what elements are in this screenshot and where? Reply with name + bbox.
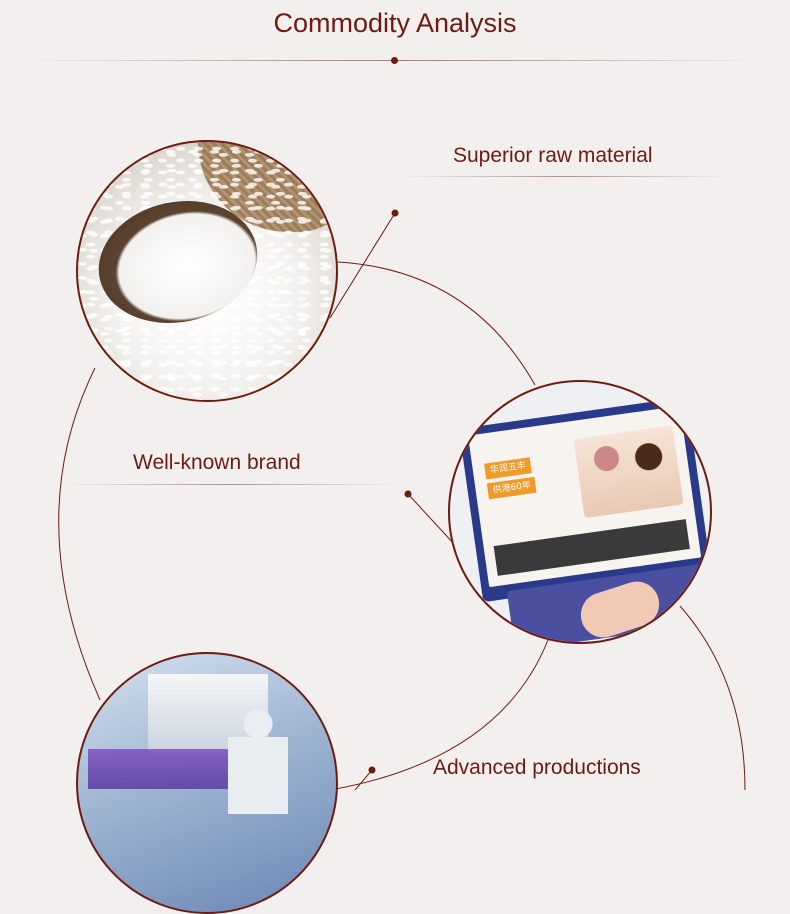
arc-laptop-down	[679, 605, 746, 790]
pointer-dot-productions	[368, 766, 376, 774]
brand-banner-line1: 华润五丰	[484, 457, 532, 480]
page-title: Commodity Analysis	[273, 8, 517, 38]
mother-daughter-image	[573, 425, 684, 519]
arc-rice-to-laptop	[337, 261, 536, 386]
arc-rice-to-factory	[58, 367, 101, 701]
feature-divider-brand	[60, 484, 400, 485]
factory-worker	[228, 704, 288, 814]
feature-label-raw-material: Superior raw material	[453, 144, 653, 167]
title-divider-dot	[391, 57, 398, 64]
laptop-screen: 华润五丰 供港60年	[467, 405, 702, 588]
arc-laptop-to-factory	[329, 639, 549, 790]
brand-banner-line2: 供港60年	[486, 476, 538, 500]
conveyor-belt	[88, 749, 238, 789]
website-thumbnail-strip	[493, 519, 690, 576]
feature-divider-raw-material	[400, 176, 730, 177]
pointer-productions	[354, 769, 373, 790]
pointer-dot-raw-material	[391, 209, 399, 217]
pointer-dot-brand	[404, 490, 412, 498]
pointer-raw-material	[329, 212, 396, 319]
laptop-photo: 华润五丰 供港60年	[448, 380, 712, 644]
feature-label-brand: Well-known brand	[133, 451, 301, 474]
factory-photo	[76, 652, 338, 914]
feature-label-productions: Advanced productions	[433, 756, 641, 779]
rice-photo	[76, 140, 338, 402]
